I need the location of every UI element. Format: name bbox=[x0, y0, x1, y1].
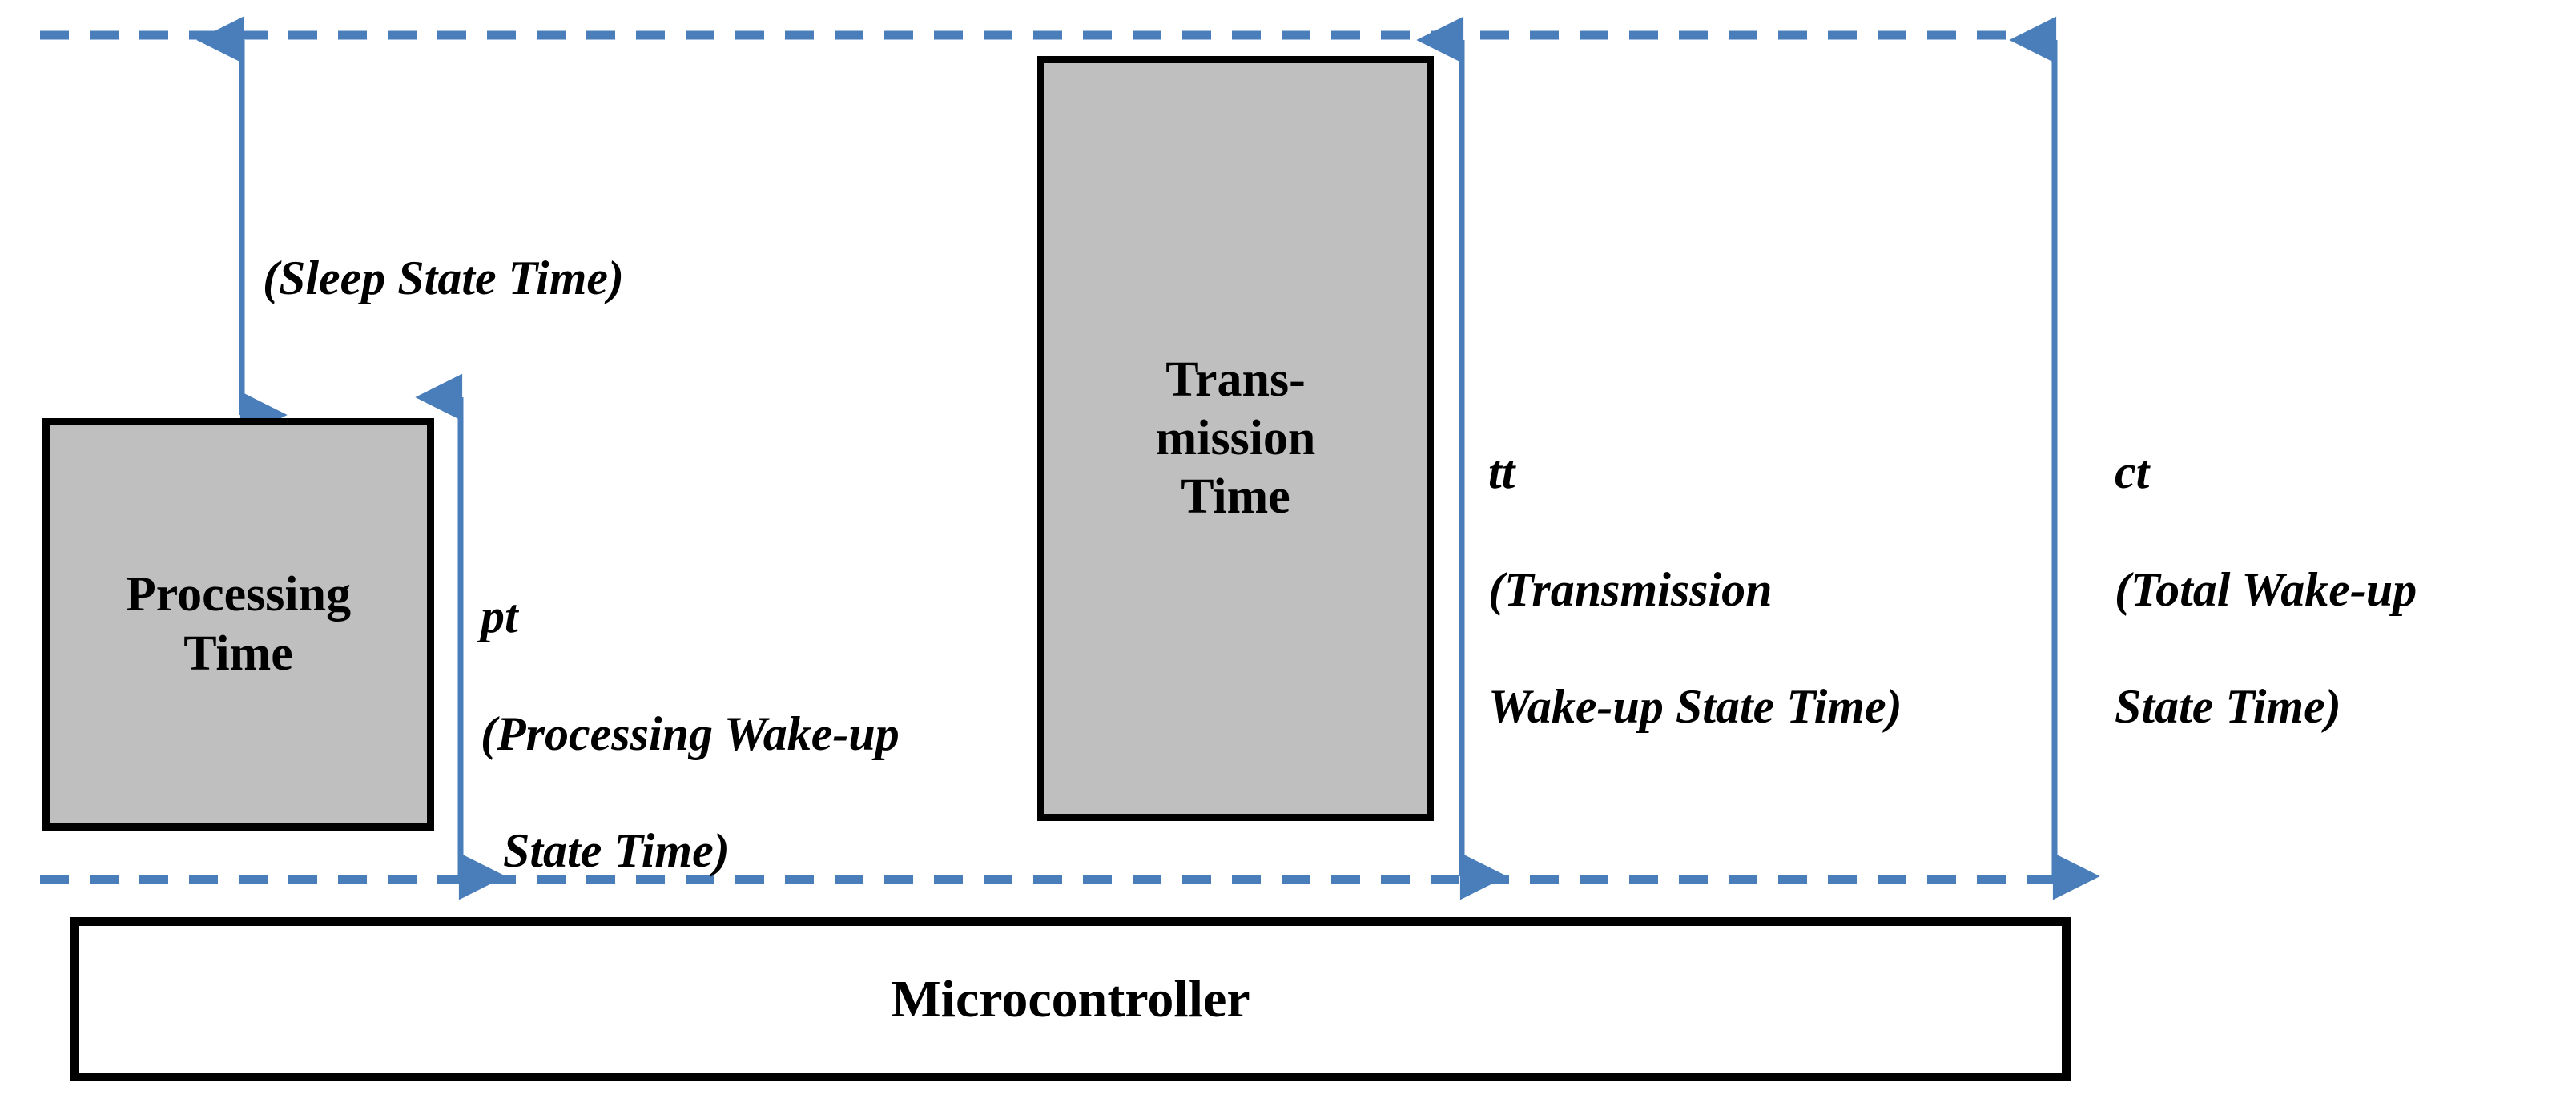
transmission-time-label: Trans- mission Time bbox=[1155, 352, 1316, 525]
tt-description-line-1: (Transmission bbox=[1488, 562, 1773, 616]
transmission-wakeup-annotation: tt (Transmission Wake-up State Time) bbox=[1488, 384, 1902, 795]
microcontroller-block: Microcontroller bbox=[70, 917, 2071, 1081]
ct-symbol: ct bbox=[2115, 445, 2150, 499]
ct-description-line-1: (Total Wake-up bbox=[2115, 562, 2417, 616]
sleep-state-time-annotation: (Sleep State Time) bbox=[263, 191, 624, 367]
transmission-time-block: Trans- mission Time bbox=[1037, 56, 1434, 821]
processing-time-block: Processing Time bbox=[42, 418, 434, 831]
total-wakeup-annotation: ct (Total Wake-up State Time) bbox=[2115, 384, 2417, 795]
processing-wakeup-annotation: pt (Processing Wake-up State Time) bbox=[481, 529, 900, 939]
tt-symbol: tt bbox=[1488, 445, 1515, 499]
pt-description-line-2: State Time) bbox=[503, 823, 730, 877]
sleep-state-time-text: (Sleep State Time) bbox=[263, 252, 624, 305]
ct-description-line-2: State Time) bbox=[2115, 679, 2341, 733]
processing-time-label: Processing Time bbox=[125, 567, 352, 681]
pt-symbol: pt bbox=[481, 590, 518, 643]
tt-description-line-2: Wake-up State Time) bbox=[1488, 679, 1902, 733]
microcontroller-label: Microcontroller bbox=[891, 969, 1250, 1028]
pt-description-line-1: (Processing Wake-up bbox=[481, 706, 900, 760]
